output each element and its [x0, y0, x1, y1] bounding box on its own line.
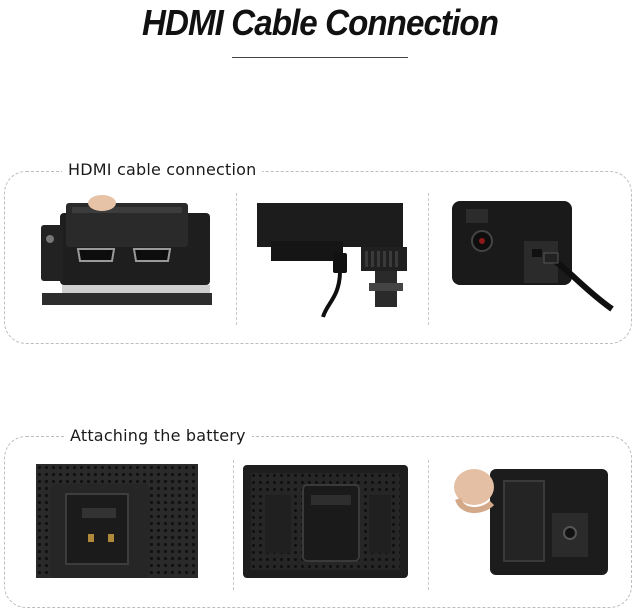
battery-section-panel: [4, 436, 632, 608]
section-divider: [428, 193, 429, 325]
section-divider: [428, 460, 429, 590]
photo-battery-mount: [243, 465, 408, 578]
photo-cable-plugged: [257, 203, 407, 318]
hdmi-section-panel: [4, 171, 632, 344]
photo-camera-port: [452, 201, 614, 316]
hdmi-section-label: HDMI cable connection: [62, 160, 263, 179]
photo-battery-plate: [36, 464, 198, 578]
battery-section-label: Attaching the battery: [64, 426, 252, 445]
photo-hdmi-ports: [38, 195, 218, 315]
photo-battery-release: [452, 463, 614, 580]
title-underline: [232, 57, 408, 58]
page-title: HDMI Cable Connection: [141, 2, 499, 43]
section-divider: [236, 193, 237, 325]
section-divider: [233, 460, 234, 590]
